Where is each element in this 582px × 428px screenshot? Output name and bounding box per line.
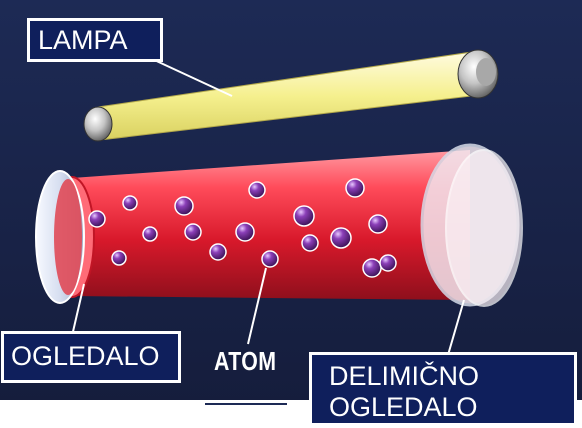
atom-particle [380,255,396,271]
atom-particle [89,211,105,227]
atom-particle [210,244,226,260]
atom-particle [262,251,278,267]
partial-mirror-label: DELIMIČNO OGLEDALO [312,355,574,423]
atom-particle [346,179,364,197]
atom-particle [302,235,318,251]
atom-particle [363,259,381,277]
partial-mirror-label-line2: OGLEDALO [329,392,574,423]
partial-mirror [422,145,522,306]
atom-particle [294,206,314,226]
atom-label: ATOM [214,346,276,377]
atom-particle [185,224,201,240]
lamp-label: LAMPA [30,21,160,59]
atom-particle [112,251,126,265]
mirror-label: OGLEDALO [4,334,178,380]
atom-particle [369,215,387,233]
atom-particle [175,197,193,215]
partial-mirror-label-line1: DELIMIČNO [329,361,574,392]
left-mirror [36,171,84,303]
atom-particle [143,227,157,241]
atom-particle [331,228,351,248]
atom-particle [236,223,254,241]
atom-particle [123,196,137,210]
atom-particle [249,182,265,198]
